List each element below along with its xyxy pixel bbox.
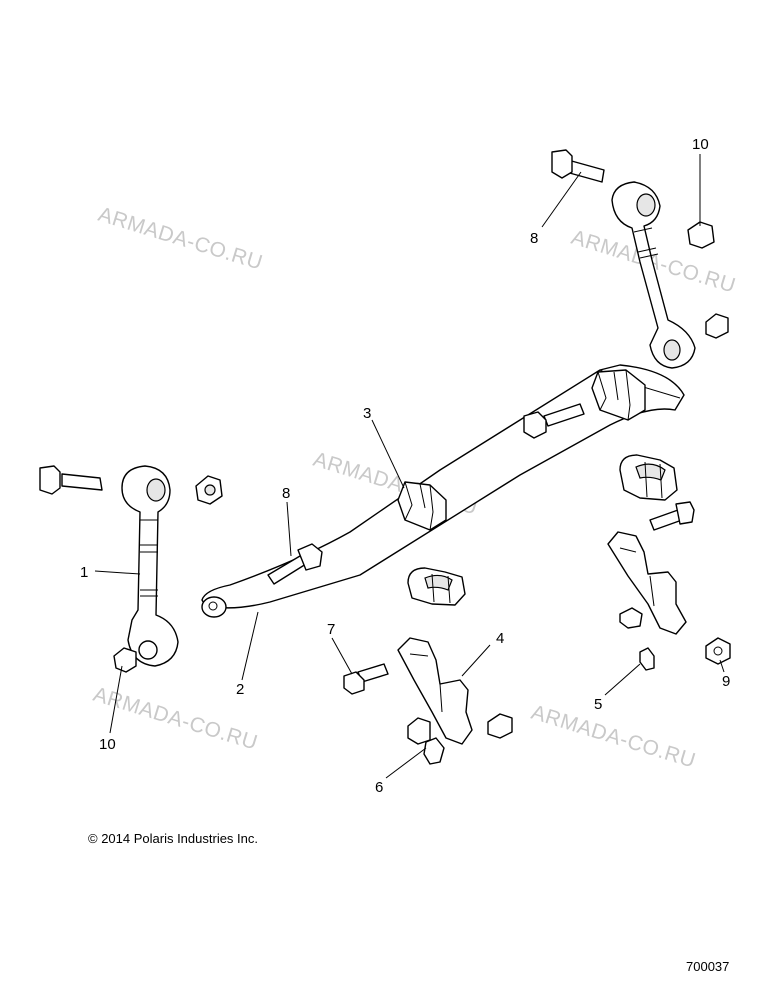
callout-1: 1 (80, 564, 88, 581)
bushing-lower-center (407, 567, 466, 606)
nut-item-10-upper (687, 221, 715, 249)
bolt-center-left (267, 543, 323, 585)
callout-5: 5 (594, 696, 602, 713)
bracket-center (397, 637, 473, 745)
bolt-top-right (551, 149, 605, 183)
callout-8-center: 8 (282, 485, 290, 502)
callout-7: 7 (327, 621, 335, 638)
callout-3: 3 (363, 405, 371, 422)
bolt-lower-bracket (407, 607, 643, 745)
nut-center-bracket (487, 713, 513, 739)
watermark-bottom-right: ARMADA-CO.RU (529, 701, 699, 773)
grease-fitting-item-5 (639, 647, 655, 671)
callout-10-left: 10 (99, 736, 116, 753)
bushing-upper-center (397, 481, 447, 531)
callout-10-right: 10 (692, 136, 709, 153)
callout-4: 4 (496, 630, 504, 647)
bolt-right-bracket (649, 501, 695, 531)
callout-9: 9 (722, 673, 730, 690)
bracket-right (607, 531, 687, 635)
callout-8-top: 8 (530, 230, 538, 247)
link-rod-right (611, 181, 696, 369)
bolt-item-7 (343, 663, 389, 695)
grease-fitting-item-6 (423, 737, 445, 765)
callouts: 1 2 3 4 5 6 7 8 8 9 10 10 (80, 136, 730, 796)
nut-top-left (195, 475, 223, 505)
nut-right-rod (705, 313, 729, 339)
callout-2: 2 (236, 681, 244, 698)
bushing-upper-right (591, 369, 646, 421)
link-rod-left (121, 465, 179, 667)
bushing-lower-right (619, 454, 678, 501)
bolt-top-left (39, 465, 103, 495)
watermark-top-left: ARMADA-CO.RU (96, 203, 266, 275)
watermark-bottom-left: ARMADA-CO.RU (91, 683, 261, 755)
leader-lines (94, 154, 725, 779)
nut-item-10-lower (113, 647, 137, 673)
bolt-center-right (523, 403, 585, 439)
callout-6: 6 (375, 779, 383, 796)
nut-item-9 (705, 637, 731, 665)
copyright-text: © 2014 Polaris Industries Inc. (88, 831, 258, 846)
diagram-number: 700037 (686, 959, 729, 974)
